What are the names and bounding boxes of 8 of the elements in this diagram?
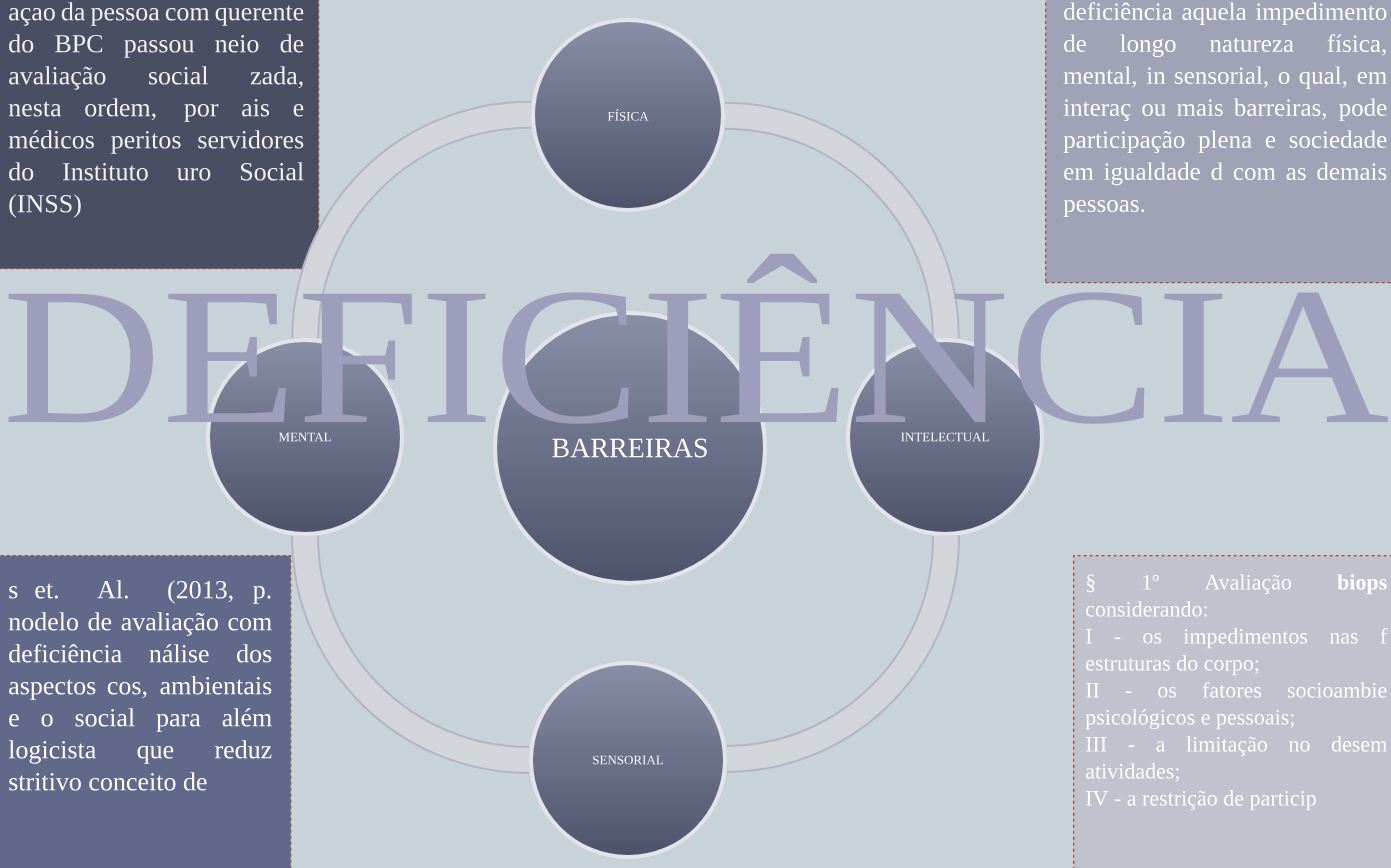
ring-arc [724, 101, 960, 339]
text-panel: s et. Al. (2013, p. nodelo de avaliação com deficiência nálise dos aspectos cos, ambientais e o social para além logicista que reduz stritivo conceito de [0, 555, 292, 868]
text-panel: § 1º Avaliação biops considerando: I - os impedimentos nas f estruturas do corpo; II - os fatores socioambie psicológicos e pessoais; III - a limitação no desem atividades; IV - a restrição de particip [1073, 555, 1391, 868]
ring-arc [725, 535, 960, 774]
ring-arc [291, 100, 532, 339]
text-panel: açao da pessoa com querente do BPC passou neio de avaliação social zada, nesta ordem, por ais e médicos peritos servidores do Instituto uro Social (INSS) [0, 0, 320, 270]
text-panel: deficiência aquela impedimento de longo natureza física, mental, in sensorial, o qual, em interaç ou mais barreiras, pode participação plena e sociedade em igualdade d com as demais pessoas. [1045, 0, 1391, 284]
ring-arc [291, 535, 530, 774]
